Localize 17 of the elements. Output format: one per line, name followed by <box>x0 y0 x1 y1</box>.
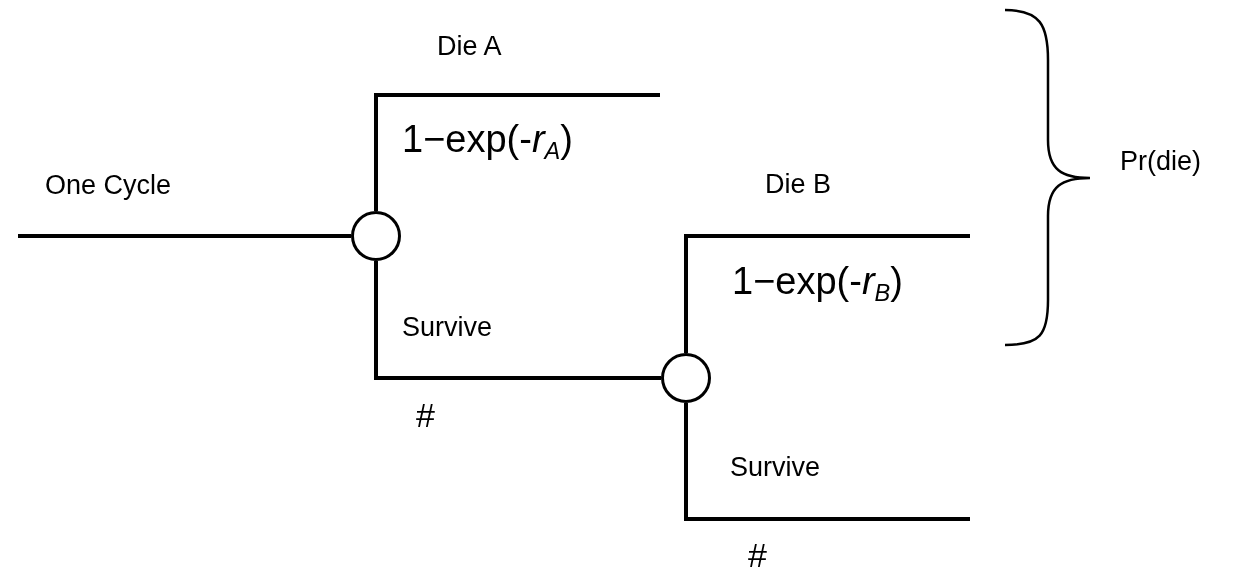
edge-label: Survive <box>730 454 821 481</box>
bracket-label: Pr(die) <box>1120 148 1201 175</box>
count-mark: # <box>748 538 767 571</box>
branch-line <box>684 403 970 521</box>
formula-label: 1−exp(-r$_{B}$) <box>732 262 903 306</box>
formula-label: 1−exp(-r$_{A}$) <box>402 120 573 164</box>
branch-line <box>374 93 660 211</box>
branch-line <box>684 234 970 353</box>
branch-line <box>374 261 661 380</box>
edge-label: Die B <box>765 171 832 198</box>
count-mark: # <box>416 398 435 432</box>
edge-label: Survive <box>402 314 493 341</box>
chance-node-circle <box>351 211 401 261</box>
chance-node-circle <box>661 353 711 403</box>
branch-line <box>18 234 351 238</box>
edge-label: One Cycle <box>45 172 172 199</box>
edge-label: Die A <box>437 33 502 60</box>
